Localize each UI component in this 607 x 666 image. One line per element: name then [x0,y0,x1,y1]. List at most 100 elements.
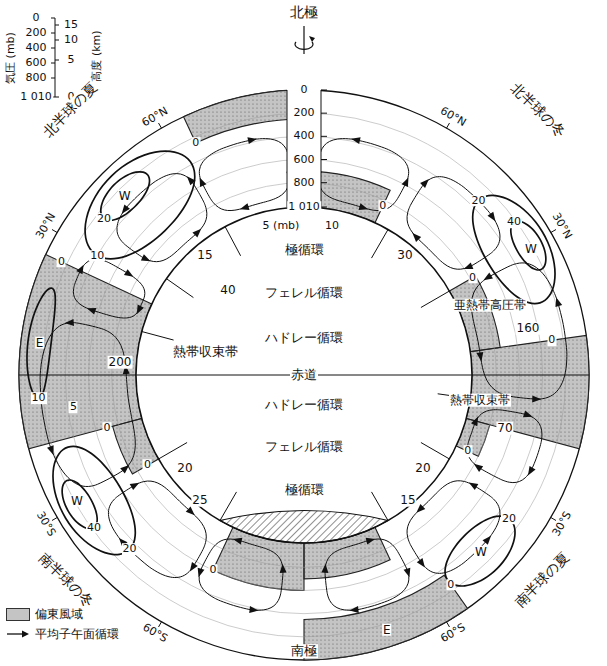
wind-value: 0 [547,334,556,346]
latitude-tick [159,622,162,627]
easterly-region [304,575,467,660]
meridional-streamline [199,139,290,211]
axis-title: 気圧 (mb) [5,31,17,85]
meridional-streamline [464,262,474,269]
meridional-streamline [318,139,409,211]
wind-value: 0 [468,272,477,284]
meridional-streamline [233,538,243,545]
legend-arrow [7,633,23,634]
meridional-streamline [349,606,358,613]
meridional-streamline [351,137,361,144]
latitude-label: 30°S [34,509,58,539]
wind-value: 0 [378,200,387,212]
meridional-streamline [487,212,495,221]
meridional-streamline [186,507,195,516]
rotation-symbol [309,36,315,42]
wind-value: 10 [89,250,105,262]
scale-value: 15 [63,19,79,31]
wind-value: E [35,336,45,349]
scale-value: 1 010 [19,91,53,103]
cell-boundary [159,443,188,460]
scale-value: 400 [293,131,316,143]
rotation-symbol [295,26,315,54]
meridional-streamline [249,606,258,613]
meridional-streamline [412,233,421,242]
easterly-region [304,575,467,660]
meridional-streamline [366,538,376,545]
meridional-streamline [240,203,250,210]
legend-swatch [6,608,30,621]
meridional-streamline [280,564,287,573]
latitude-tick [551,230,556,233]
meridional-streamline [40,323,135,487]
cell-boundary [372,492,389,521]
meridional-streamline [190,562,198,571]
pressure-scale [321,113,327,114]
scale-axis [55,97,59,98]
meridional-streamline [469,483,479,491]
scale-value: 800 [293,177,316,189]
meridional-streamline [247,137,257,144]
cell-boundary [142,332,174,341]
flux-value: 30 [396,249,413,262]
latitude-tick [52,518,57,521]
scale-value: 800 [25,72,48,84]
wind-value: 0 [446,579,455,591]
cell-name: 極循環 [284,243,325,257]
pressure-scale [321,90,327,91]
scale-axis [51,33,55,34]
meridional-streamline [417,558,425,567]
season-label: 北半球の冬 [507,79,568,140]
scale-value: 200 [293,107,316,119]
scale-axis [55,18,56,97]
wind-value: 20 [470,195,486,207]
pressure-scale [287,90,288,207]
meridional-streamline [359,203,369,210]
wind-value: 10 [31,392,47,404]
legend-row: 偏東風域 [6,604,119,624]
meridional-streamline [404,568,411,578]
pole-label: 北極 [289,5,319,20]
pressure-scale [321,159,327,160]
scale-value: 400 [25,42,48,54]
flux-value: 15 [399,494,416,507]
meridional-streamline [73,259,144,318]
latitude-tick [159,123,162,128]
meridional-streamline [523,411,533,418]
wind-value: 20 [96,213,112,225]
meridional-streamline [198,568,205,578]
antarctica [220,510,388,543]
scale-axis [51,48,55,49]
latitude-tick [447,123,450,128]
scale-axis [51,18,59,97]
scale-axis [51,78,55,79]
meridional-streamline [483,273,492,281]
wind-value: 5 [69,402,78,414]
wind-value: 0 [463,446,472,458]
latitude-tick [52,230,57,233]
scale-value: 600 [25,57,48,69]
legend-text: 偏東風域 [35,606,83,623]
wind-contour [53,446,135,554]
meridional-streamline [130,483,140,490]
latitude-tick [447,622,450,627]
cell-name: ハドレー循環 [264,331,344,345]
pressure-scale [321,136,327,137]
meridional-streamline [120,465,129,474]
scale-value: 200 [25,27,48,39]
meridional-streamline [420,179,429,188]
meridional-streamline [528,466,536,476]
meridional-streamline [476,352,483,361]
meridional-streamline [199,539,283,610]
cell-boundary [220,492,237,521]
wind-value: 40 [86,522,102,534]
meridional-streamline [76,265,83,275]
wind-value: W [118,189,132,202]
flux-value: 25 [191,494,208,507]
season-label: 北半球の夏 [39,79,100,140]
flux-value: 40 [219,284,236,297]
cell-name: フェレル循環 [264,440,344,454]
meridional-streamline [474,464,483,472]
easterly-region [184,90,304,143]
legend-arrow [22,631,29,638]
